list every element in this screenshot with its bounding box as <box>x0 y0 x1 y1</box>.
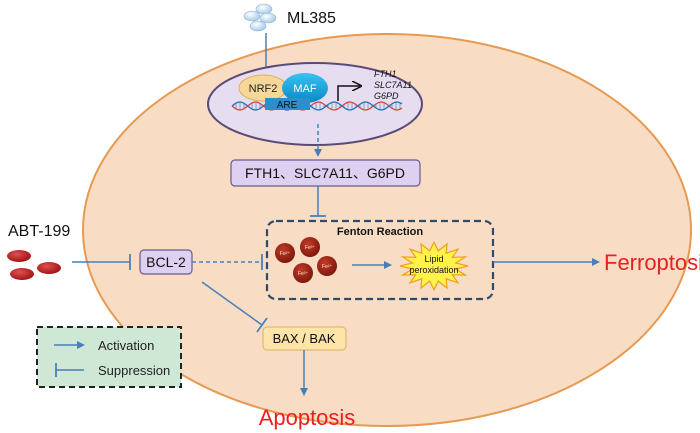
lipid-peroxidation-burst <box>399 240 469 292</box>
nrf2-label: NRF2 <box>249 83 278 95</box>
are-label: ARE <box>277 100 298 111</box>
iron-ion-1: Fe²⁺ <box>275 243 295 263</box>
target-gene-3: G6PD <box>374 91 399 101</box>
target-gene-1: FTH1 <box>374 69 397 79</box>
are-element <box>265 98 310 110</box>
proteins-label: FTH1、SLC7A11、G6PD <box>245 165 405 181</box>
iron-ion-4: Fe³⁺ <box>293 263 313 283</box>
transcription-arrow <box>337 86 360 101</box>
proteins-box <box>230 159 421 187</box>
ml385-label: ML385 <box>287 10 336 27</box>
bcl2-fenton-suppression <box>192 254 263 270</box>
proteins-suppression <box>310 186 326 217</box>
lipid-label-1: Lipid <box>424 254 443 264</box>
abt199-suppression <box>72 254 131 270</box>
ferroptosis-label: Ferroptosis <box>604 250 700 275</box>
bcl2-bax-suppression <box>201 281 268 333</box>
fenton-title: Fenton Reaction <box>337 226 423 238</box>
bcl2-label: BCL-2 <box>146 254 186 270</box>
svg-text:Fe²⁺: Fe²⁺ <box>322 264 333 270</box>
legend-suppression: Suppression <box>55 363 170 378</box>
abt199-label: ABT-199 <box>8 223 70 240</box>
svg-text:Fe²⁺: Fe²⁺ <box>280 251 291 257</box>
legend-box <box>36 326 182 388</box>
iron-ion-2: Fe³⁺ <box>300 237 320 257</box>
maf-protein <box>282 73 328 103</box>
target-gene-2: SLC7A11 <box>374 80 412 90</box>
bax-bak-label: BAX / BAK <box>273 331 336 346</box>
iron-ion-3: Fe²⁺ <box>317 256 337 276</box>
legend-activation-label: Activation <box>98 338 154 353</box>
fenton-reaction-box <box>265 219 495 301</box>
legend-activation: Activation <box>54 338 154 353</box>
svg-text:Fe³⁺: Fe³⁺ <box>305 245 316 251</box>
svg-text:Fe³⁺: Fe³⁺ <box>298 271 309 277</box>
abt199-pills-icon <box>7 250 61 280</box>
lipid-label-2: peroxidation <box>409 265 458 275</box>
apoptosis-label: Apoptosis <box>259 405 356 430</box>
maf-label: MAF <box>293 83 317 95</box>
legend-suppression-label: Suppression <box>98 363 170 378</box>
ml385-pills-icon <box>243 3 277 32</box>
